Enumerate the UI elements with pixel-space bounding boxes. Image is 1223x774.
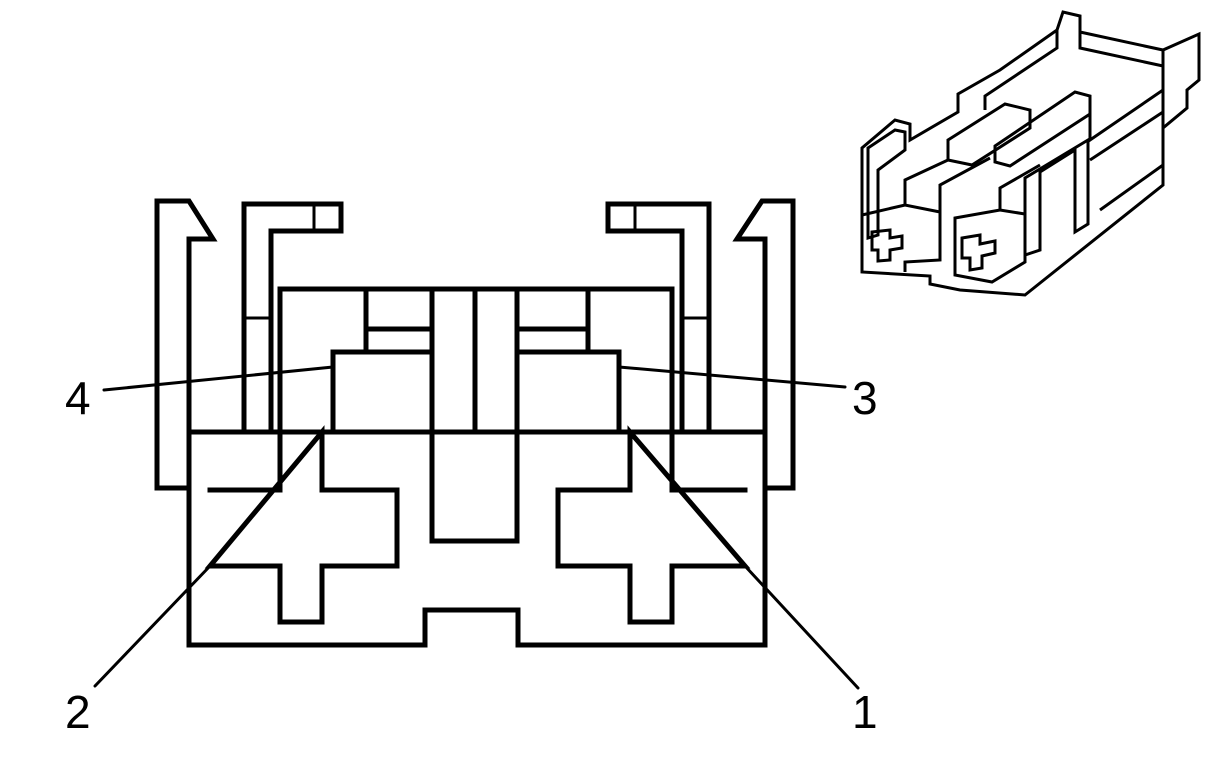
iso-inner-walls — [903, 156, 1041, 212]
housing-lower-body — [186, 429, 768, 648]
iso-top-ridge — [983, 30, 1165, 128]
connector-face-view: 4 3 2 1 — [65, 198, 878, 738]
cavity-3 — [514, 286, 622, 435]
iso-body-outline — [860, 10, 1201, 297]
callout-1: 1 — [852, 686, 878, 738]
iso-center-divider — [1023, 137, 1090, 258]
connector-isometric-view — [860, 10, 1201, 297]
iso-right-wall — [1088, 88, 1164, 212]
leader-line-3 — [617, 365, 847, 389]
leader-line-4 — [102, 365, 335, 392]
right-inner-latch — [605, 201, 712, 435]
cavity-2 — [204, 425, 400, 625]
callout-2: 2 — [65, 686, 91, 738]
callout-4: 4 — [65, 372, 91, 424]
left-inner-latch — [241, 201, 344, 435]
iso-cavity-left — [870, 228, 904, 263]
iso-cavity-right — [960, 233, 997, 272]
right-outer-latch — [732, 198, 796, 491]
iso-left-latch — [866, 128, 907, 241]
center-key — [429, 286, 520, 544]
left-outer-latch — [154, 198, 218, 491]
cavity-4 — [330, 286, 435, 435]
leader-line-2 — [93, 564, 212, 688]
iso-front-face — [861, 203, 1027, 284]
cavity-1 — [555, 425, 751, 625]
leader-line-1 — [743, 564, 860, 690]
callout-3: 3 — [852, 372, 878, 424]
